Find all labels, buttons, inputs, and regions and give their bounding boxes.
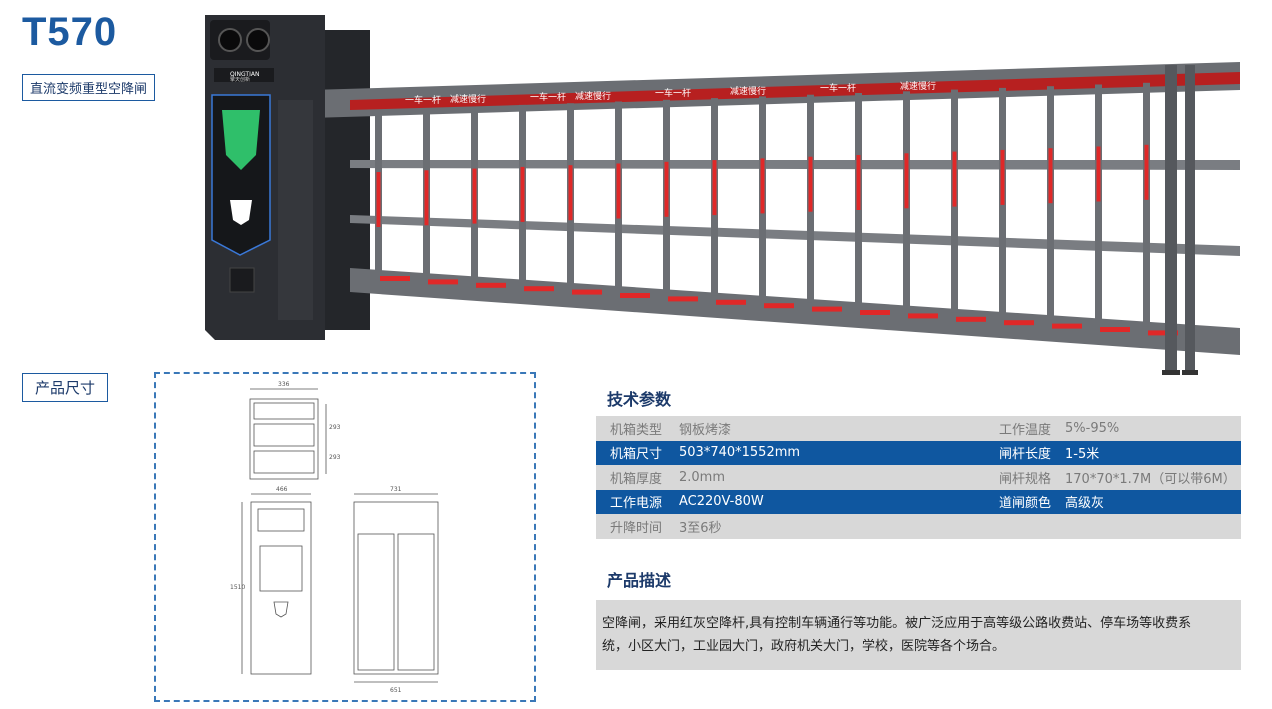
spec-row: 机箱类型钢板烤漆 工作温度 5%-95% <box>596 416 1241 441</box>
description-line-1: 空降闸，采用红灰空降杆,具有控制车辆通行等功能。被广泛应用于高等级公路收费站、停… <box>602 616 1192 631</box>
gate-cabinet: QINGTIAN 擎天创新 <box>205 15 325 340</box>
dim-front-width: 466 <box>276 486 288 493</box>
dim-top-width: 336 <box>278 381 290 388</box>
boom-bottom-reflector <box>380 276 410 281</box>
boom-bars <box>375 82 1178 336</box>
dim-side-bottom: 651 <box>390 687 402 694</box>
boom-bar-reflector <box>1000 149 1005 205</box>
svg-text:减速慢行: 减速慢行 <box>450 93 486 105</box>
boom-bar-reflector <box>568 165 573 221</box>
spec-left-value: AC220V-80W <box>679 494 764 510</box>
spec-right-value: 1-5米 <box>1065 447 1100 463</box>
spec-row: 工作电源 AC220V-80W 道闸颜色高级灰 <box>596 489 1241 514</box>
boom-bar-reflector <box>952 151 957 207</box>
boom-bar-reflector <box>904 153 909 209</box>
boom-bar-reflector <box>1144 144 1149 200</box>
boom-bar-reflector <box>1048 148 1053 204</box>
dim-top-h2: 293 <box>329 454 341 461</box>
spec-row: 机箱厚度 2.0mm 闸杆规格 170*70*1.7M（可以带6M） <box>596 465 1241 490</box>
spec-right-value: 170*70*1.7M（可以带6M） <box>1065 471 1236 487</box>
description-title: 产品描述 <box>607 571 672 590</box>
spec-left-value: 2.0mm <box>679 469 726 485</box>
dimensions-title: 产品尺寸 <box>22 373 109 402</box>
boom-bottom-reflector <box>524 286 554 292</box>
product-image: 一车一杆 减速慢行 一车一杆 减速慢行 一车一杆 减速慢行 一车一杆 减速慢行 … <box>205 15 1240 375</box>
svg-text:一车一杆: 一车一杆 <box>655 87 691 99</box>
spec-left-value: 3至6秒 <box>679 520 722 536</box>
spec-left-value: 503*740*1552mm <box>679 445 801 461</box>
boom-bottom-reflector <box>476 282 506 288</box>
boom-bottom-reflector <box>860 310 890 315</box>
brand-logo: QINGTIAN <box>230 71 259 78</box>
description-box: 空降闸，采用红灰空降杆,具有控制车辆通行等功能。被广泛应用于高等级公路收费站、停… <box>596 600 1241 670</box>
boom-bar-reflector <box>616 163 621 219</box>
spec-left-label: 机箱厚度 <box>610 471 663 487</box>
spec-right-label: 工作温度 <box>999 422 1052 438</box>
boom-bottom-reflector <box>764 303 794 309</box>
boom-bottom-reflector <box>1052 323 1082 329</box>
dim-front-height: 1510 <box>230 584 245 591</box>
svg-text:一车一杆: 一车一杆 <box>820 82 856 94</box>
spec-left-label: 机箱类型 <box>610 422 663 438</box>
boom-bar-reflector <box>856 155 861 210</box>
spec-table: 机箱类型钢板烤漆 工作温度 5%-95% 机箱尺寸 503*740*1552mm 闸杆长度… <box>596 416 1241 539</box>
technical-drawing: 336 293 293 466 1510 731 651 <box>230 381 439 694</box>
model-title: T570 <box>22 10 118 54</box>
spec-right-label: 道闸颜色 <box>999 496 1052 512</box>
specs-title: 技术参数 <box>607 390 672 409</box>
spec-left-label: 升降时间 <box>610 520 663 536</box>
boom-bottom-reflector <box>428 279 458 285</box>
boom-bar-reflector <box>424 170 429 226</box>
boom-bar-reflector <box>1096 146 1101 202</box>
drawing-frame: 336 293 293 466 1510 731 651 <box>154 372 536 702</box>
boom-bottom-reflector <box>956 316 986 322</box>
spec-left-label: 机箱尺寸 <box>610 447 663 463</box>
svg-text:减速慢行: 减速慢行 <box>900 80 936 92</box>
boom-bar-reflector <box>664 161 669 217</box>
description-line-2: 统，小区大门，工业园大门，政府机关大门，学校，医院等各个场合。 <box>602 639 1006 654</box>
boom-bar <box>1095 84 1102 323</box>
boom-bottom-reflector <box>620 293 650 298</box>
boom-bar-reflector <box>760 158 765 214</box>
svg-text:一车一杆: 一车一杆 <box>530 91 566 103</box>
spec-right-value: 高级灰 <box>1065 496 1105 512</box>
boom-bottom-reflector <box>812 306 842 312</box>
spec-right-label: 闸杆长度 <box>999 447 1052 463</box>
product-subtitle: 直流变频重型空降闸 <box>22 74 156 101</box>
dim-top-h1: 293 <box>329 424 341 431</box>
boom-slogans: 一车一杆 减速慢行 一车一杆 减速慢行 一车一杆 减速慢行 一车一杆 减速慢行 <box>405 80 936 106</box>
svg-text:减速慢行: 减速慢行 <box>575 90 611 102</box>
spec-left-label: 工作电源 <box>610 496 663 512</box>
boom-bottom-reflector <box>668 296 698 302</box>
boom-bar-reflector <box>808 156 813 212</box>
boom-bottom-reflector <box>1148 330 1178 336</box>
boom-bar-reflector <box>472 168 477 224</box>
brand-name: 擎天创新 <box>230 76 250 83</box>
svg-text:一车一杆: 一车一杆 <box>405 94 441 106</box>
boom-bar <box>1143 82 1150 327</box>
spec-row: 机箱尺寸 503*740*1552mm 闸杆长度 1-5米 <box>596 440 1241 465</box>
boom-bottom-reflector <box>908 313 938 319</box>
spec-right-label: 闸杆规格 <box>999 471 1052 487</box>
spec-row: 升降时间 3至6秒 <box>596 514 1241 539</box>
boom-bottom-reflector <box>716 299 746 305</box>
dim-side-width: 731 <box>390 486 402 493</box>
spec-left-value: 钢板烤漆 <box>679 422 732 438</box>
boom-bottom-reflector <box>1004 320 1034 326</box>
boom-bar-reflector <box>376 172 381 227</box>
boom-bottom-reflector <box>572 289 602 295</box>
boom-bar-reflector <box>520 166 525 222</box>
boom-bottom-reflector <box>1100 327 1130 332</box>
svg-text:减速慢行: 减速慢行 <box>730 85 766 97</box>
boom-bar-reflector <box>712 160 717 216</box>
spec-right-value: 5%-95% <box>1065 420 1120 436</box>
